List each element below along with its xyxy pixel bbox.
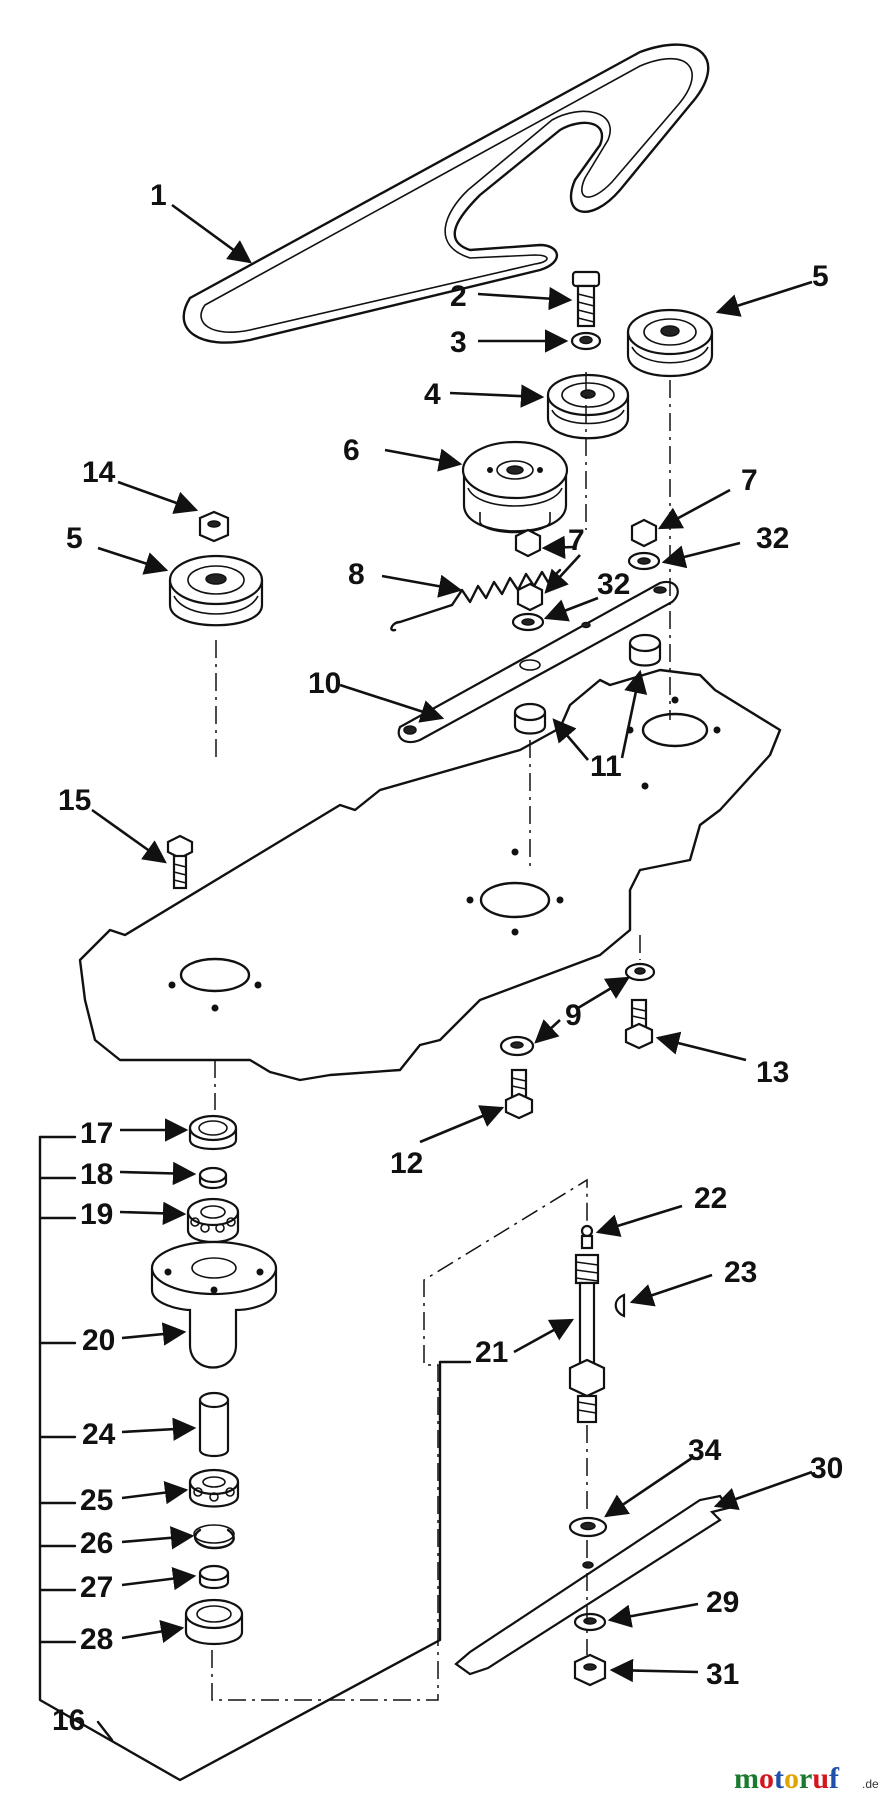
- callout-26: 26: [80, 1527, 113, 1560]
- callout-28: 28: [80, 1623, 113, 1656]
- nut-14: [198, 510, 230, 543]
- callout-1: 1: [150, 179, 167, 212]
- svg-text:motoruf: motoruf: [734, 1762, 840, 1795]
- callout-11-a: 11: [590, 750, 622, 783]
- bolt-13: [624, 998, 654, 1050]
- callout-24: 24: [82, 1418, 116, 1451]
- callout-4: 4: [424, 378, 441, 411]
- v-belt: [182, 43, 710, 344]
- mower-deck-plate: [78, 668, 782, 1082]
- spindle-seal-17: [188, 1114, 238, 1150]
- wm-letter-5: u: [812, 1762, 829, 1795]
- wm-letter-0: m: [734, 1762, 759, 1795]
- callout-12: 12: [390, 1147, 423, 1180]
- spacer-18: [198, 1166, 228, 1190]
- washer-9-right: [624, 962, 656, 982]
- washer-3: [570, 331, 602, 351]
- wm-letter-6: f: [829, 1762, 840, 1795]
- bolt-12: [504, 1068, 534, 1120]
- callout-32-right: 32: [756, 522, 789, 555]
- wm-letter-2: t: [774, 1762, 784, 1795]
- washer-9-left: [499, 1035, 535, 1057]
- callout-2: 2: [450, 280, 467, 313]
- washer-32-right: [627, 551, 661, 571]
- callout-27: 27: [80, 1571, 113, 1604]
- main-pulley-6: [461, 440, 569, 534]
- assembly-bracket-16: [38, 1135, 472, 1782]
- snap-ring-26: [193, 1524, 235, 1550]
- callout-17: 17: [80, 1117, 113, 1150]
- callout-34: 34: [688, 1434, 722, 1467]
- wm-letter-3: o: [784, 1762, 799, 1795]
- callout-6: 6: [343, 434, 360, 467]
- spindle-shaft-21: [568, 1253, 606, 1424]
- spacer-27: [198, 1564, 230, 1590]
- callout-30: 30: [810, 1452, 843, 1485]
- pulley-5-left: [168, 554, 264, 627]
- spacer-tube-24: [198, 1391, 230, 1458]
- callout-32-left: 32: [597, 568, 630, 601]
- callout-29: 29: [706, 1586, 739, 1619]
- callout-8: 8: [348, 558, 365, 591]
- callout-13: 13: [756, 1056, 789, 1089]
- motoruf-watermark-logo: motoruf .de: [734, 1762, 879, 1795]
- grease-fitting-22: [580, 1224, 594, 1250]
- spindle-housing-20: [150, 1240, 278, 1369]
- wm-suffix: .de: [862, 1777, 879, 1791]
- callout-19: 19: [80, 1198, 113, 1231]
- nut-7-right: [630, 518, 658, 548]
- callout-5-right: 5: [812, 260, 829, 293]
- bushing-11-a: [513, 702, 547, 735]
- seal-28: [184, 1598, 244, 1646]
- nut-31: [573, 1653, 607, 1687]
- callout-5-left: 5: [66, 522, 83, 555]
- bearing-19: [186, 1197, 240, 1244]
- callout-16: 16: [52, 1704, 85, 1737]
- wm-letter-4: r: [799, 1762, 812, 1795]
- callout-22: 22: [694, 1182, 727, 1215]
- key-23: [614, 1293, 626, 1318]
- callout-31: 31: [706, 1658, 739, 1691]
- pulley-5-right: [626, 308, 714, 378]
- bushing-11-b: [628, 633, 662, 667]
- callout-9: 9: [565, 999, 582, 1032]
- bolt-15: [166, 834, 194, 890]
- callout-7-left: 7: [568, 524, 585, 557]
- callout-18: 18: [80, 1158, 113, 1191]
- bearing-25: [188, 1468, 240, 1508]
- blade-30: [454, 1494, 730, 1676]
- callout-20: 20: [82, 1324, 115, 1357]
- idler-pulley-4: [546, 373, 630, 440]
- callout-23: 23: [724, 1256, 757, 1289]
- bolt-2: [571, 270, 601, 328]
- callout-14: 14: [82, 456, 116, 489]
- callout-15: 15: [58, 784, 91, 817]
- washer-34: [568, 1516, 608, 1538]
- idler-arm-10: [397, 580, 679, 744]
- callout-3: 3: [450, 326, 467, 359]
- callout-7-right: 7: [741, 464, 758, 497]
- wm-letter-1: o: [759, 1762, 774, 1795]
- washer-29: [573, 1612, 607, 1632]
- nut-7-left: [514, 528, 544, 612]
- callout-10: 10: [308, 667, 341, 700]
- callout-labels: 1 2 3 4 5 5 6 7 7 8 32 32 10 11 11 14 15…: [52, 179, 843, 1737]
- leader-arrows: [91, 203, 813, 1742]
- callout-21: 21: [475, 1336, 508, 1369]
- washer-32-left: [511, 612, 545, 632]
- callout-25: 25: [80, 1484, 113, 1517]
